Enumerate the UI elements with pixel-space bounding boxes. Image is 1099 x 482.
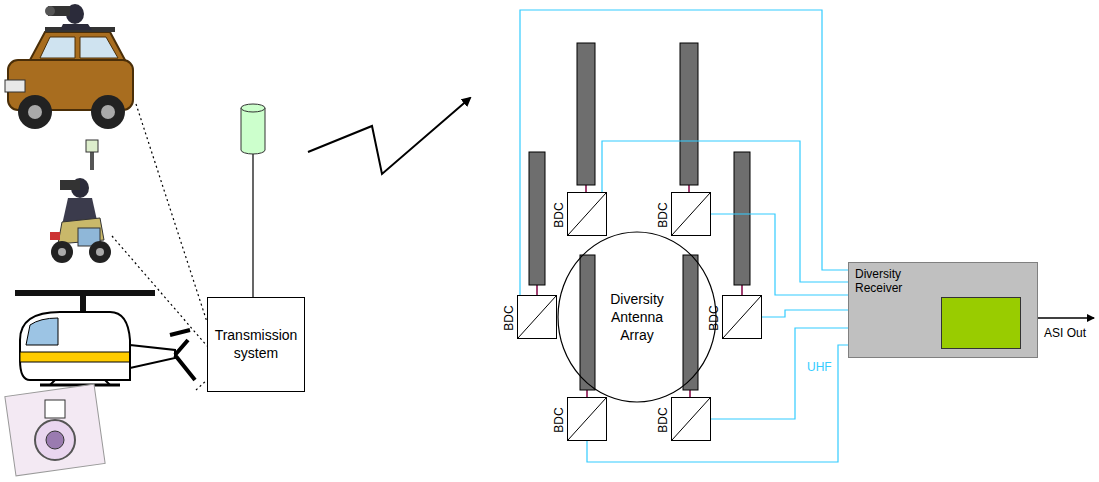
asi-output-arrow [1038, 317, 1094, 319]
node-text: BDC [655, 407, 669, 432]
uhf-cable [520, 10, 848, 295]
node-text: BDC [551, 407, 565, 432]
uhf-cable [762, 310, 848, 317]
converter-symbol [568, 398, 606, 440]
receiver-screen [941, 297, 1021, 349]
node-text: BDC [551, 202, 565, 227]
node-text: Diversity Antenna Array [600, 290, 674, 345]
news-car [5, 4, 133, 129]
converter-symbol [723, 296, 761, 338]
uhf-cable [711, 328, 848, 419]
radio-link-arrow [308, 98, 470, 174]
bdc-converter-box: BDC [517, 295, 557, 339]
converter-symbol [672, 398, 710, 440]
node-text: Transmission system [214, 327, 298, 362]
uhf-cable [711, 214, 848, 295]
output-label: ASI Out [1044, 326, 1086, 340]
process-box: Transmission system [207, 297, 305, 392]
converter-symbol [568, 193, 606, 235]
band-label: UHF [807, 360, 832, 374]
converter-symbol [518, 296, 556, 338]
bdc-converter-box: BDC [671, 397, 711, 441]
diversity-receiver-box: Diversity Receiver [848, 262, 1038, 358]
bdc-converter-box: BDC [722, 295, 762, 339]
antenna-array-circle: Diversity Antenna Array [557, 231, 717, 403]
bdc-converter-box: BDC [567, 192, 607, 236]
bdc-converter-box: BDC [567, 397, 607, 441]
feed-lines [112, 104, 207, 390]
node-text: Diversity Receiver [855, 267, 925, 296]
uhf-cable [587, 345, 848, 462]
node-text: BDC [706, 305, 720, 330]
news-helicopter [5, 290, 195, 476]
node-text: BDC [501, 305, 515, 330]
news-motorcycle [50, 140, 111, 263]
converter-symbol [672, 193, 710, 235]
uhf-cable [602, 141, 848, 282]
bdc-converter-box: BDC [671, 192, 711, 236]
transmit-antenna [241, 104, 265, 300]
node-text: BDC [655, 202, 669, 227]
